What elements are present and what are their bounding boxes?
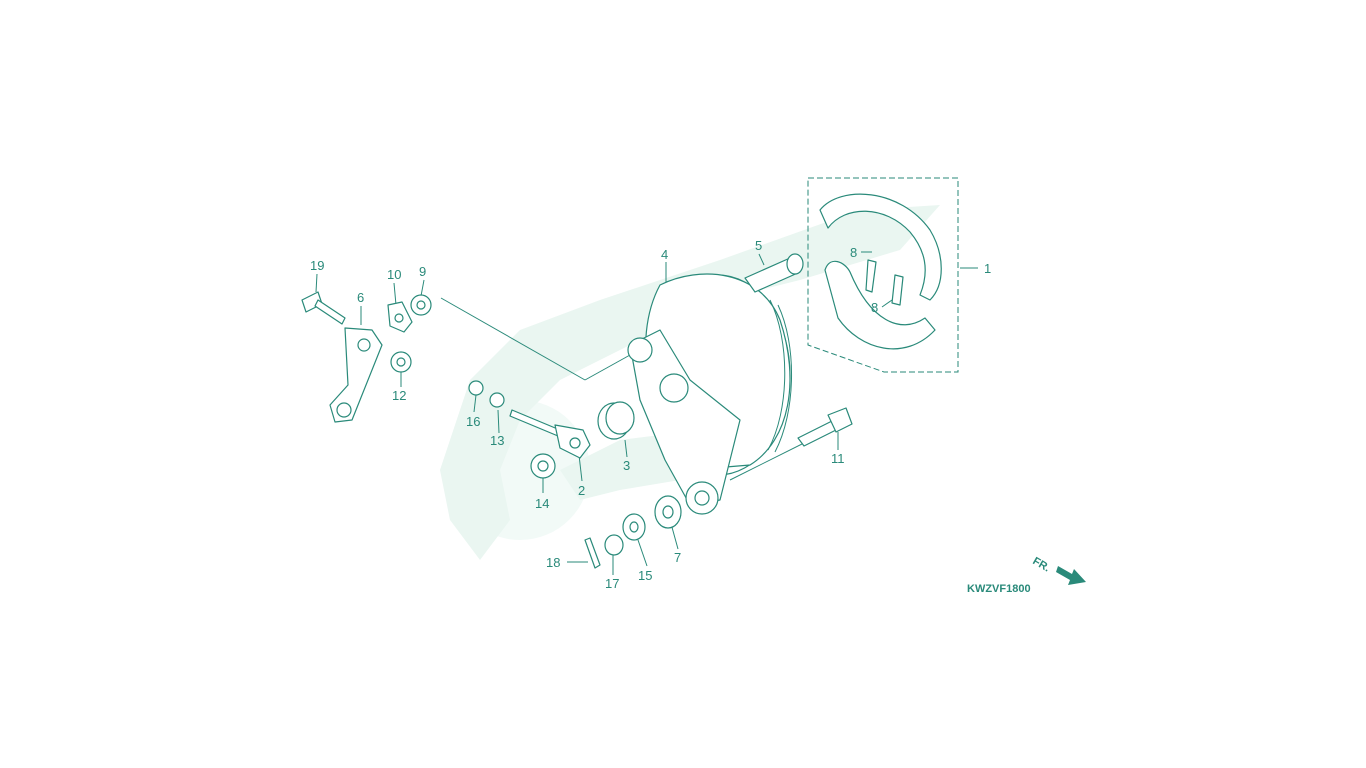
callout-5: 5 (755, 238, 762, 253)
callout-4: 4 (661, 247, 668, 262)
callout-7: 7 (674, 550, 681, 565)
washer-plate-10 (387, 301, 413, 333)
collar (597, 401, 635, 440)
brake-panel (627, 273, 793, 515)
callout-8a: 8 (850, 245, 857, 260)
axle-bolt (797, 407, 853, 447)
callout-2: 2 (578, 483, 585, 498)
washers (584, 495, 682, 569)
callout-3: 3 (623, 458, 630, 473)
diagram-code: KWZVF1800 (967, 583, 1031, 595)
callout-9: 9 (419, 264, 426, 279)
callout-16: 16 (466, 414, 480, 429)
callout-1: 1 (984, 261, 991, 276)
front-arrow-icon (1056, 566, 1086, 585)
callout-12: 12 (392, 388, 406, 403)
callout-labels: 1 2 3 4 5 6 7 8 8 9 10 11 12 13 14 15 16… (310, 238, 991, 591)
stopper-arm (329, 327, 383, 423)
brake-cam (744, 253, 804, 293)
callout-10: 10 (387, 267, 401, 282)
callout-14: 14 (535, 496, 549, 511)
brake-arm (509, 409, 591, 459)
callout-13: 13 (490, 433, 504, 448)
callout-18: 18 (546, 555, 560, 570)
front-label: FR. (1031, 555, 1052, 574)
bolt-19 (301, 291, 346, 325)
callout-6: 6 (357, 290, 364, 305)
nuts (390, 294, 556, 479)
callout-8b: 8 (871, 300, 878, 315)
callout-15: 15 (638, 568, 652, 583)
brake-shoe-assembly (807, 177, 959, 373)
callout-19: 19 (310, 258, 324, 273)
callout-17: 17 (605, 576, 619, 591)
leader-lines (315, 251, 978, 575)
callout-11: 11 (831, 451, 845, 466)
front-direction-indicator: FR. (1031, 555, 1086, 585)
